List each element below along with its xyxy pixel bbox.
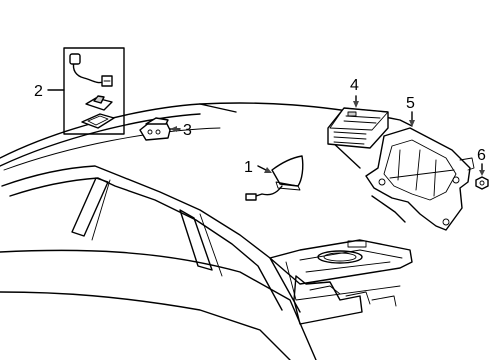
bracket-hole-c — [452, 176, 460, 184]
spare-well-inner — [323, 252, 357, 262]
nut-body — [475, 176, 489, 190]
leader-5-arrow — [409, 120, 415, 127]
trunk-floor — [309, 285, 397, 307]
kit-connector — [69, 53, 81, 65]
c-pillar — [179, 209, 213, 271]
part-6-nut: 6 — [475, 147, 489, 190]
kit-cap-top — [93, 95, 105, 104]
kit-cap — [85, 97, 113, 111]
module-3-top — [145, 117, 169, 125]
side-window-inner — [9, 177, 283, 311]
belt-line — [0, 249, 317, 360]
trunk-lid — [269, 239, 413, 285]
side-window-frame — [1, 165, 301, 313]
spare-well — [317, 250, 363, 264]
bracket-frame — [365, 127, 471, 231]
part-4-receiver: 4 — [327, 77, 389, 149]
part-1-antenna: 1 — [244, 155, 304, 201]
b-pillar — [71, 177, 109, 237]
rear-structure — [293, 275, 363, 325]
bracket-ribs — [389, 149, 455, 197]
antenna-fin — [271, 155, 304, 187]
lower-body — [0, 291, 291, 360]
part-5-bracket: 5 — [365, 95, 475, 231]
kit-pad — [81, 113, 115, 129]
receiver-face — [333, 115, 381, 145]
bracket-inner — [383, 139, 457, 201]
roof-seam — [3, 127, 221, 171]
leader-3-arrow — [170, 126, 177, 132]
receiver-top — [329, 107, 389, 131]
callout-2: 2 — [34, 83, 43, 100]
kit-box — [63, 47, 125, 135]
antenna-plug — [245, 193, 257, 201]
module-3-pin-a — [147, 129, 153, 135]
leader-1-arrow — [264, 167, 272, 173]
receiver-port — [347, 111, 357, 117]
kit-pad-inner — [87, 115, 109, 126]
antenna-cable — [255, 185, 283, 197]
leader-6-arrow — [479, 170, 485, 176]
antenna-base — [275, 181, 301, 191]
module-3-pin-b — [155, 129, 161, 135]
callout-3: 3 — [183, 122, 192, 139]
part-3-module: 3 — [139, 117, 192, 141]
window-divider — [91, 179, 223, 277]
trunk-panel — [347, 240, 367, 248]
part-2-kit: 2 — [34, 47, 125, 135]
callout-1: 1 — [244, 159, 253, 176]
bracket-hole-b — [442, 218, 450, 226]
callout-5: 5 — [406, 95, 415, 112]
vehicle-body — [0, 102, 413, 360]
bracket-tab — [459, 157, 475, 171]
nut-hole — [479, 180, 485, 186]
kit-cable — [72, 61, 105, 84]
callout-6: 6 — [477, 147, 486, 164]
callout-4: 4 — [350, 77, 359, 94]
trunk-detail — [285, 249, 403, 301]
leader-4-arrow — [353, 101, 359, 108]
bracket-hole-a — [378, 178, 386, 186]
